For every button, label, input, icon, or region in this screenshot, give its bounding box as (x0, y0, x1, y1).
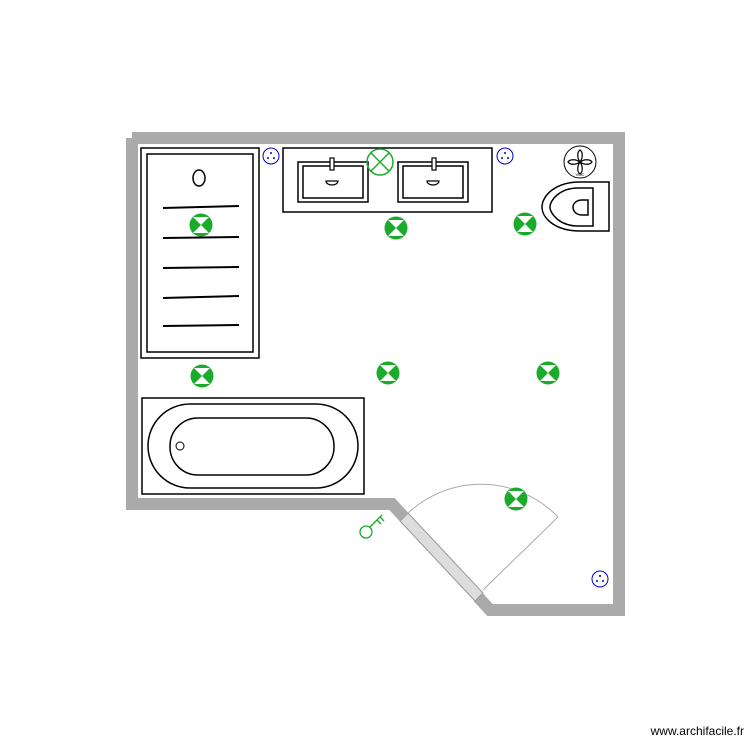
toilet (541, 181, 610, 232)
spotlights (189, 212, 560, 511)
vmc-label: VMC (576, 172, 585, 177)
spotlight-icon (536, 361, 560, 385)
walls (126, 132, 625, 616)
outlet-icon (591, 570, 609, 588)
spotlight-icon (376, 361, 400, 385)
spotlight-icon (513, 212, 537, 236)
vmc-fan-icon (563, 145, 597, 179)
spotlight-icon (504, 487, 528, 511)
shower (140, 147, 260, 359)
spotlight-icon (384, 216, 408, 240)
key-switch-icon (359, 514, 385, 539)
outlets (262, 147, 609, 588)
double-vanity (282, 147, 493, 213)
bathtub (141, 397, 365, 495)
outlet-icon (496, 147, 514, 165)
door (399, 483, 559, 602)
outlet-icon (262, 147, 280, 165)
spotlight-icon (189, 213, 213, 237)
ceiling-light-icon (366, 148, 394, 176)
credit-text: www.archifacile.fr (650, 724, 744, 738)
spotlight-icon (190, 364, 214, 388)
